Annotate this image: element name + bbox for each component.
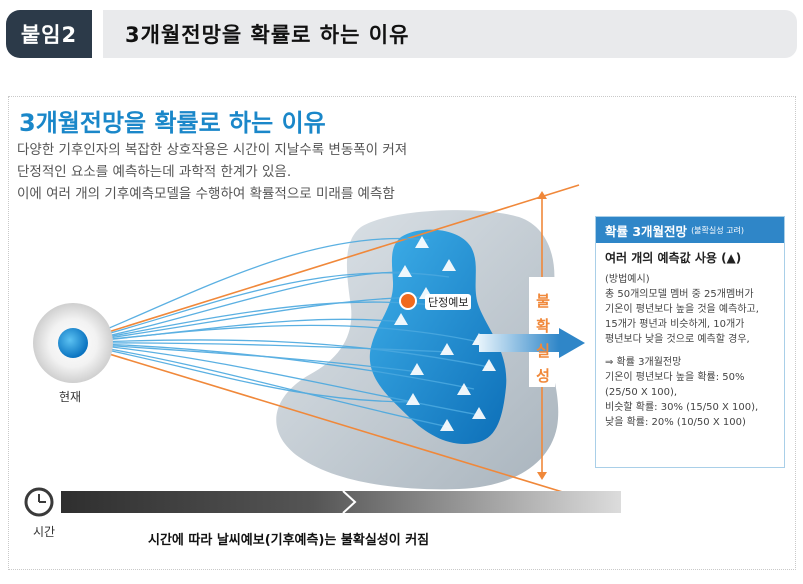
probability-outlook-box: 확률 3개월전망(불확실성 고려) 여러 개의 예측값 사용 (▲) (방법예시… (595, 216, 785, 468)
now-dot (58, 328, 88, 358)
clock-icon (26, 489, 52, 515)
figure-caption: 시간에 따라 날씨예보(기후예측)는 불확실성이 커짐 (148, 529, 429, 548)
page-title: 3개월전망을 확률로 하는 이유 (103, 10, 797, 58)
uncertainty-label: 불 확 실 성 (533, 289, 553, 389)
figure-title: 3개월전망을 확률로 하는 이유 (19, 103, 326, 138)
description-line: 다양한 기후인자의 복잡한 상호작용은 시간이 지날수록 변동폭이 커져 (17, 138, 407, 158)
figure: 3개월전망을 확률로 하는 이유 다양한 기후인자의 복잡한 상호작용은 시간이… (8, 96, 796, 570)
now-label: 현재 (59, 388, 81, 405)
info-box-body: (방법예시) 총 50개의모델 멤버 중 25개멤버가 기온이 평년보다 높을 … (596, 266, 784, 430)
to-info-arrow-head (559, 328, 585, 358)
deterministic-forecast-point (400, 293, 416, 309)
info-box-subtitle: 여러 개의 예측값 사용 (▲) (596, 243, 784, 266)
time-bar (61, 491, 621, 513)
deterministic-label: 단정예보 (425, 294, 471, 310)
description-line: 단정적인 요소를 예측하는데 과학적 한계가 있음. (17, 160, 291, 180)
appendix-tag: 붙임2 (6, 10, 92, 58)
description-line: 이에 여러 개의 기후예측모델을 수행하여 확률적으로 미래를 예측함 (17, 182, 395, 202)
time-label: 시간 (33, 523, 55, 540)
info-box-title: 확률 3개월전망(불확실성 고려) (596, 217, 784, 243)
